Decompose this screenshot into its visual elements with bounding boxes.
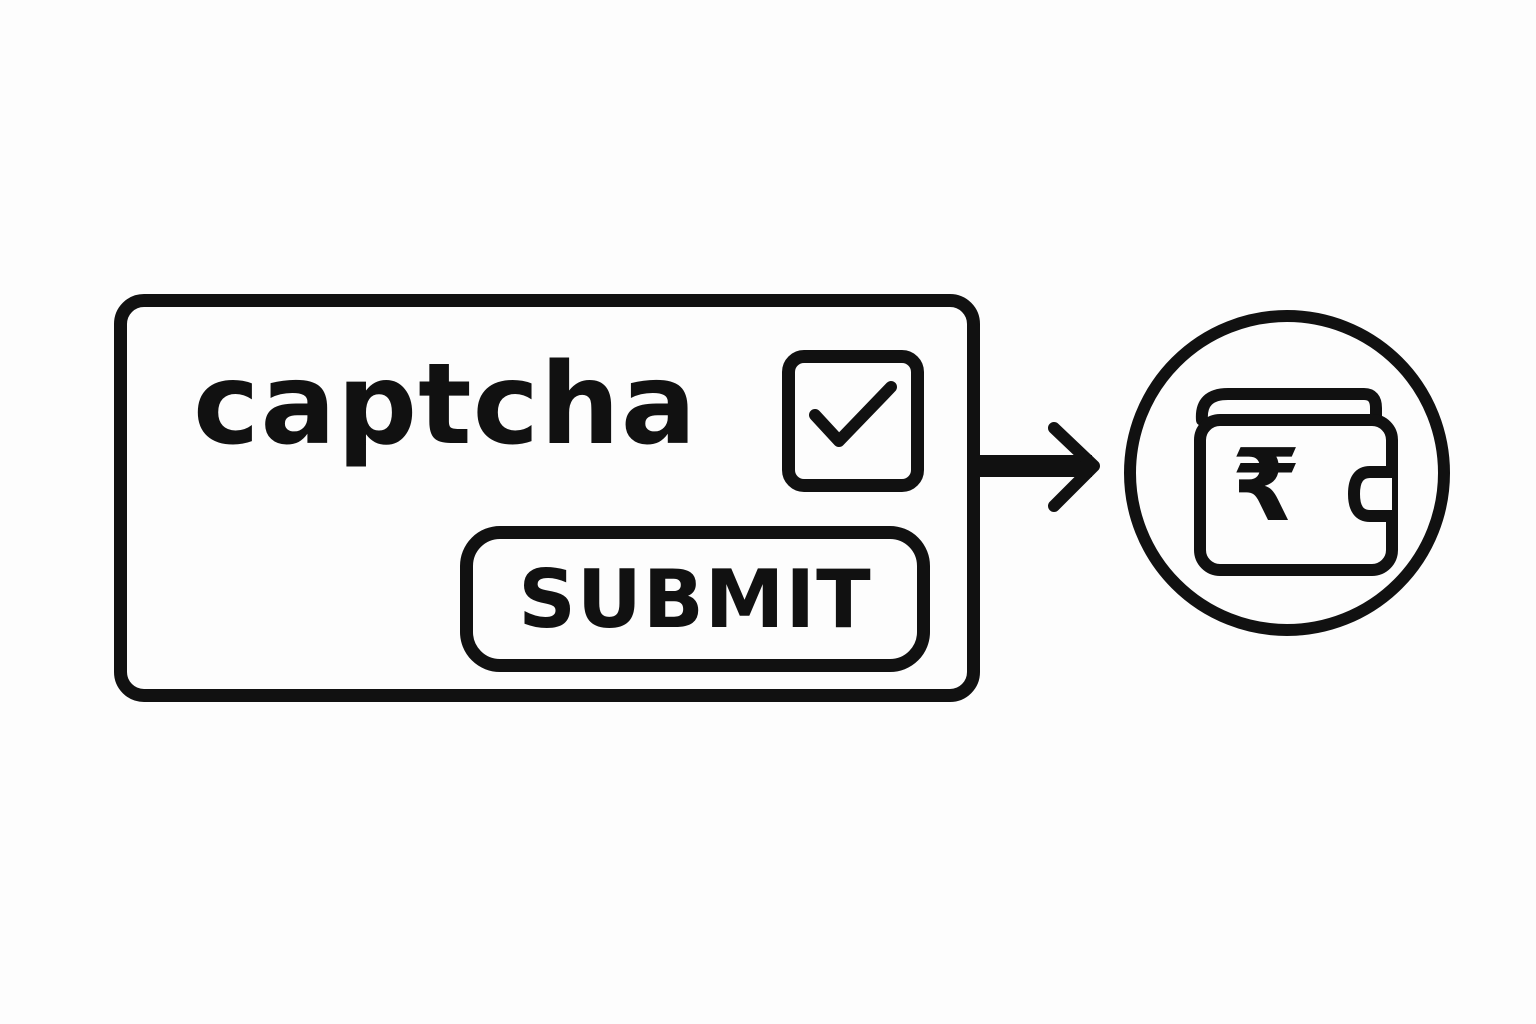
captcha-label: captcha	[193, 340, 698, 470]
rupee-wallet-icon: ₹	[1194, 388, 1398, 576]
checkmark-icon	[809, 381, 897, 447]
submit-button[interactable]: SUBMIT	[460, 526, 930, 672]
arrow-right-icon	[980, 422, 1100, 512]
wallet-circle: ₹	[1124, 310, 1450, 636]
captcha-card: captcha SUBMIT	[114, 294, 980, 702]
captcha-checkbox[interactable]	[782, 350, 924, 492]
rupee-symbol: ₹	[1231, 427, 1301, 544]
